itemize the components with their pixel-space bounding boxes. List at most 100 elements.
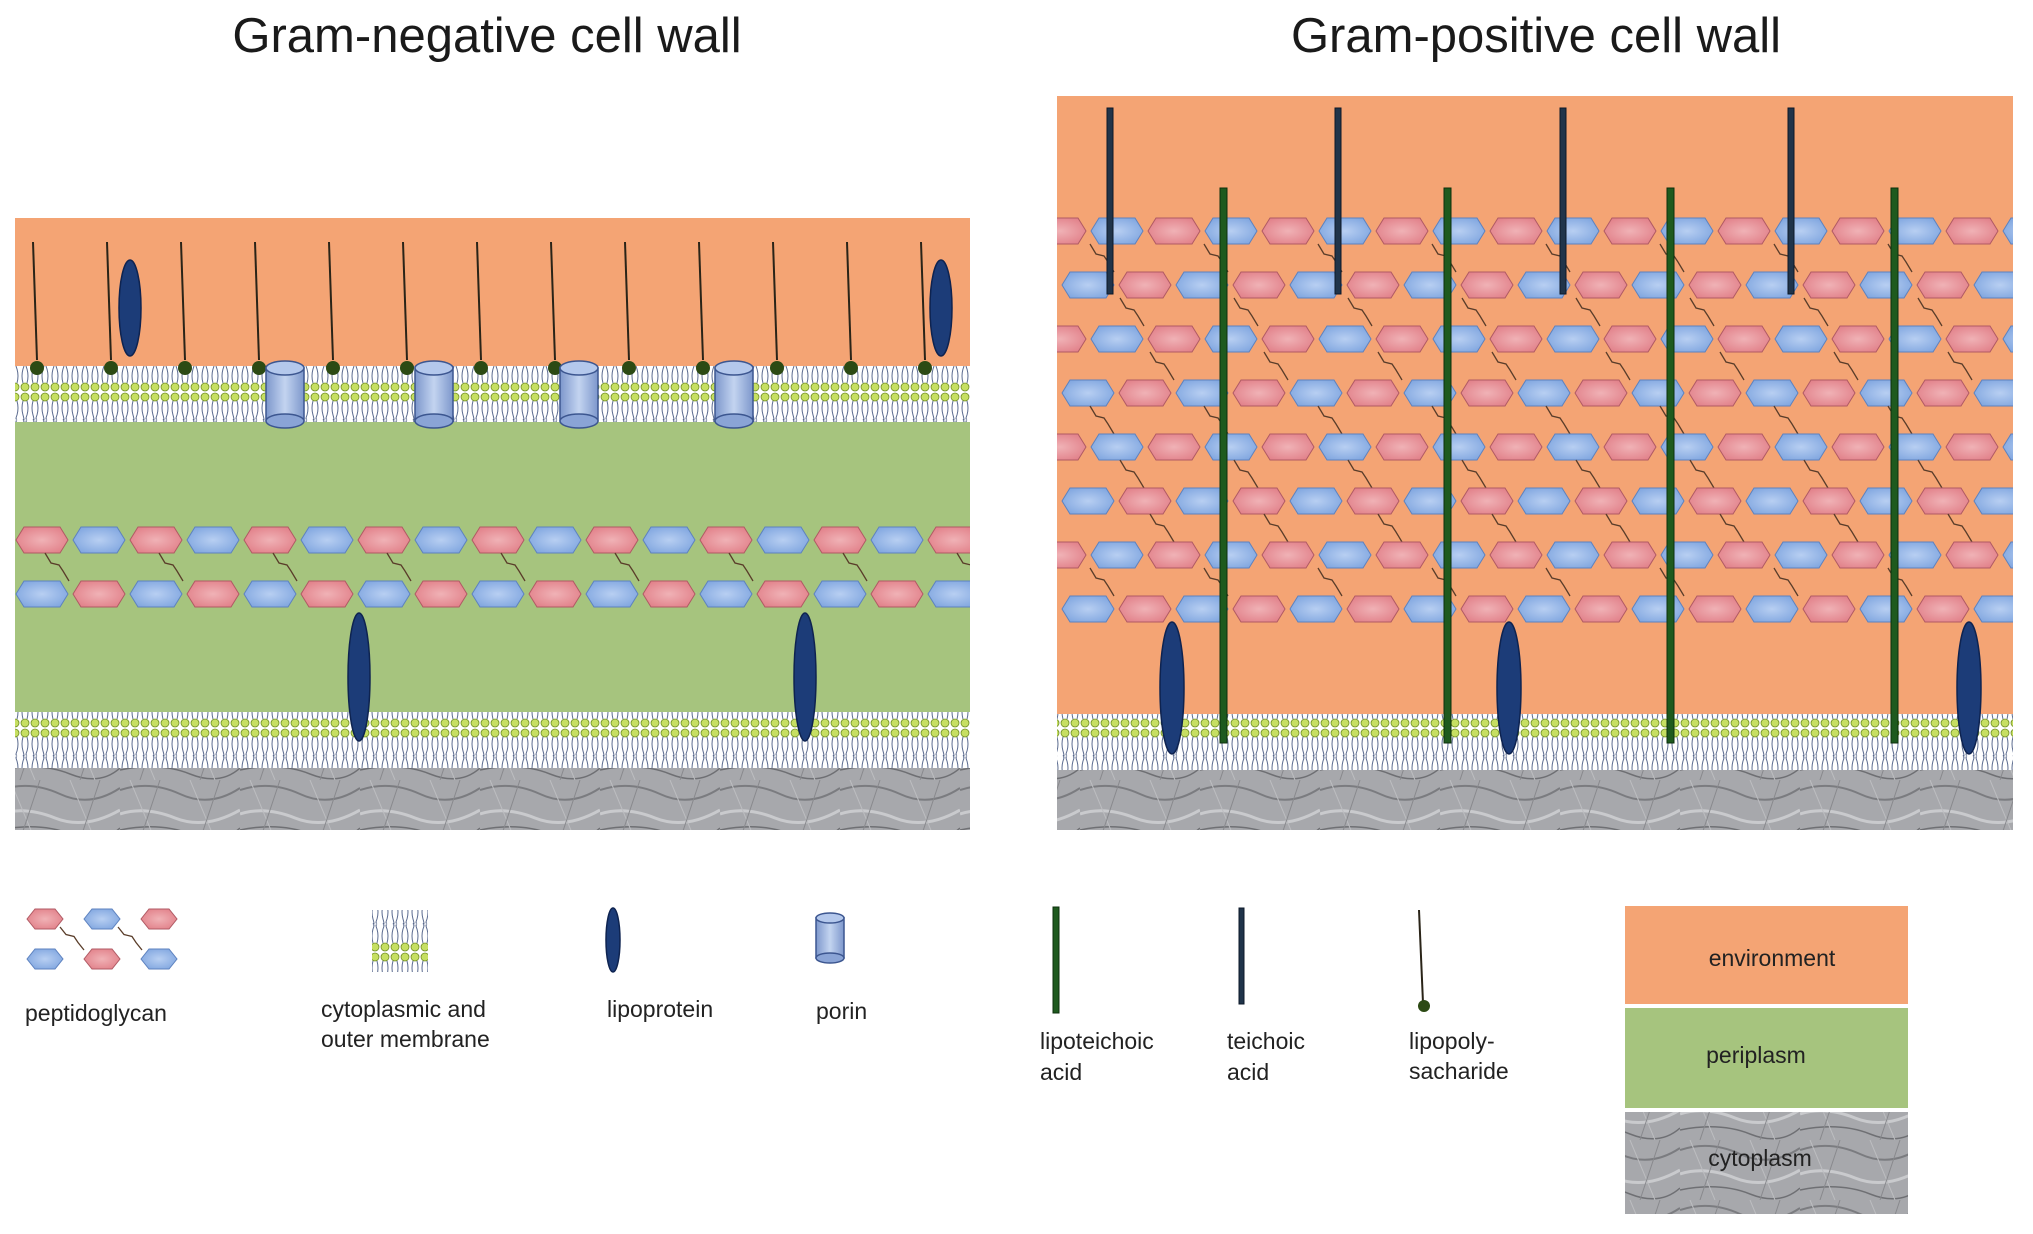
peptide-crosslink xyxy=(59,926,85,951)
glycan-unit-red xyxy=(1261,325,1315,353)
teichoic-acid xyxy=(1106,107,1114,295)
glycan-unit-red xyxy=(1717,217,1771,245)
glycan-unit-red xyxy=(1232,271,1286,299)
glycan-unit-red xyxy=(1574,271,1628,299)
glycan-unit-blue xyxy=(1859,487,1913,515)
peptide-crosslink xyxy=(1947,351,1973,381)
glycan-unit-red xyxy=(186,580,240,608)
glycan-unit-blue xyxy=(1517,595,1571,623)
glycan-unit-red xyxy=(585,526,639,554)
glycan-unit-red xyxy=(140,908,178,930)
porin xyxy=(714,360,754,429)
lipoteichoic-acid xyxy=(1443,187,1452,744)
glycan-unit-blue xyxy=(471,580,525,608)
peptide-crosslink xyxy=(1575,459,1601,489)
glycan-unit-red xyxy=(1232,487,1286,515)
peptide-crosslink xyxy=(728,552,754,582)
glycan-unit-red xyxy=(756,580,810,608)
compartment-periplasm-box xyxy=(1625,1008,1908,1108)
peptide-crosslink xyxy=(1233,297,1259,327)
lipoprotein xyxy=(118,259,142,357)
glycan-unit-blue xyxy=(1090,541,1144,569)
glycan-unit-blue xyxy=(1090,217,1144,245)
peptide-crosslink xyxy=(1545,567,1571,597)
glycan-unit-red xyxy=(1460,595,1514,623)
glycan-unit-red xyxy=(1057,541,1087,569)
gn-outer-membrane xyxy=(15,366,970,422)
legend-peptidoglycan-label: peptidoglycan xyxy=(25,1000,167,1026)
glycan-unit-red xyxy=(1147,433,1201,461)
glycan-unit-red xyxy=(1147,325,1201,353)
glycan-unit-red xyxy=(1688,595,1742,623)
glycan-unit-red xyxy=(1489,325,1543,353)
peptide-crosslink xyxy=(1917,459,1943,489)
glycan-unit-blue xyxy=(2002,541,2013,569)
glycan-unit-red xyxy=(26,908,64,930)
compartment-environment-box xyxy=(1625,906,1908,1004)
lipoprotein xyxy=(793,612,817,742)
glycan-unit-blue xyxy=(1175,487,1229,515)
gp-teichoic-acid-group xyxy=(1106,107,1795,295)
glycan-unit-blue xyxy=(1774,217,1828,245)
peptide-crosslink xyxy=(500,552,526,582)
glycan-unit-red xyxy=(1802,271,1856,299)
glycan-unit-red xyxy=(1118,379,1172,407)
glycan-unit-blue xyxy=(2002,325,2013,353)
glycan-unit-red xyxy=(1688,487,1742,515)
legend-lipoprotein-icon xyxy=(605,907,621,973)
glycan-unit-blue xyxy=(1061,379,1115,407)
glycan-unit-blue xyxy=(870,526,924,554)
glycan-unit-blue xyxy=(1631,379,1685,407)
gram-negative-panel xyxy=(15,218,970,830)
glycan-unit-red xyxy=(642,580,696,608)
glycan-unit-red xyxy=(1574,379,1628,407)
glycan-unit-blue xyxy=(1204,217,1258,245)
glycan-unit-red xyxy=(1831,217,1885,245)
gp-cytoplasmic-membrane xyxy=(1057,714,2013,770)
lps-head xyxy=(844,361,858,375)
peptide-crosslink xyxy=(1089,567,1115,597)
porin xyxy=(559,360,599,429)
glycan-unit-blue xyxy=(1859,271,1913,299)
glycan-unit-blue xyxy=(1318,217,1372,245)
glycan-unit-blue xyxy=(1517,271,1571,299)
glycan-unit-red xyxy=(1375,541,1429,569)
legend-teichoic-label-line2: acid xyxy=(1227,1059,1269,1085)
glycan-unit-blue xyxy=(1175,271,1229,299)
compartment-cytoplasm-box xyxy=(1625,1112,1908,1214)
legend-teichoic-icon xyxy=(1238,907,1245,1005)
glycan-unit-blue xyxy=(1061,271,1115,299)
glycan-unit-blue xyxy=(2002,217,2013,245)
glycan-unit-blue xyxy=(1204,433,1258,461)
glycan-unit-blue xyxy=(756,526,810,554)
peptide-crosslink xyxy=(272,552,298,582)
legend-membrane-icon xyxy=(372,910,428,972)
peptide-crosslink xyxy=(1461,297,1487,327)
glycan-unit-red xyxy=(72,580,126,608)
peptide-crosslink xyxy=(1689,459,1715,489)
lps-chain xyxy=(624,241,630,361)
peptide-crosslink xyxy=(1689,297,1715,327)
glycan-unit-blue xyxy=(1973,379,2013,407)
peptide-crosslink xyxy=(1605,513,1631,543)
glycan-unit-blue xyxy=(1631,487,1685,515)
gn-cytoplasmic-membrane xyxy=(15,712,970,768)
peptide-crosslink xyxy=(1317,405,1343,435)
glycan-unit-red xyxy=(1489,217,1543,245)
glycan-unit-blue xyxy=(1432,217,1486,245)
glycan-unit-red xyxy=(1717,325,1771,353)
glycan-unit-red xyxy=(927,526,970,554)
glycan-unit-blue xyxy=(357,580,411,608)
legend-peptidoglycan-icon xyxy=(26,908,178,970)
lps-head xyxy=(326,361,340,375)
peptide-crosslink xyxy=(1089,405,1115,435)
glycan-unit-red xyxy=(1118,487,1172,515)
glycan-unit-blue xyxy=(1061,487,1115,515)
glycan-unit-red xyxy=(1261,217,1315,245)
peptide-crosslink xyxy=(842,552,868,582)
glycan-unit-blue xyxy=(1289,271,1343,299)
glycan-unit-blue xyxy=(1318,541,1372,569)
glycan-unit-red xyxy=(1945,541,1999,569)
glycan-unit-blue xyxy=(1432,541,1486,569)
glycan-unit-blue xyxy=(1859,595,1913,623)
